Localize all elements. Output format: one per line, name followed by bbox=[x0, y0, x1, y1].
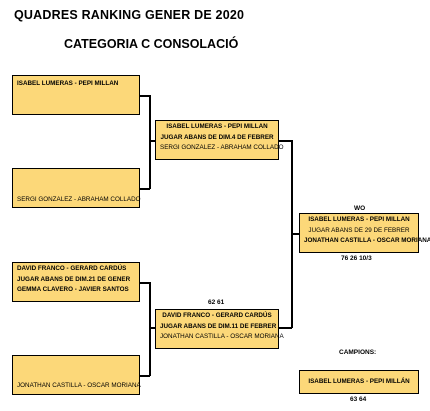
round1-match-3: DAVID FRANCO - GERARD CARDÚS JUGAR ABANS… bbox=[12, 262, 140, 302]
walkover-note: WO bbox=[354, 205, 366, 212]
semifinal-2-score: 62 61 bbox=[208, 299, 225, 306]
match-deadline: JUGAR ABANS DE 29 DE FEBRER bbox=[308, 226, 410, 234]
connector-line bbox=[149, 95, 151, 189]
page-title: QUADRES RANKING GENER DE 2020 bbox=[14, 8, 245, 22]
match-deadline: JUGAR ABANS DE DIM.21 DE GENER bbox=[17, 275, 131, 283]
connector-line bbox=[149, 327, 155, 329]
team-name: JONATHAN CASTILLA - OSCAR MORIANA bbox=[304, 237, 430, 244]
page-subtitle: CATEGORIA C CONSOLACIÓ bbox=[64, 37, 239, 51]
match-deadline: JUGAR ABANS DE DIM.11 DE FEBRER bbox=[160, 322, 277, 330]
round2-match-1: ISABEL LUMERAS - PEPI MILLAN JUGAR ABANS… bbox=[155, 120, 284, 160]
champion-name: ISABEL LUMERAS - PEPI MILLÁN bbox=[308, 378, 410, 385]
team-name: SERGI GONZALEZ - ABRAHAM COLLADO bbox=[17, 196, 141, 203]
connector-line bbox=[140, 282, 150, 284]
champions-label: CAMPIONS: bbox=[339, 349, 377, 356]
connector-line bbox=[291, 233, 299, 235]
match-deadline: JUGAR ABANS DE DIM.4 DE FEBRER bbox=[160, 133, 274, 141]
connector-line bbox=[140, 188, 150, 190]
connector-line bbox=[140, 375, 150, 377]
connector-line bbox=[149, 140, 155, 142]
connector-line bbox=[279, 140, 292, 142]
team-name: ISABEL LUMERAS - PEPI MILLAN bbox=[166, 123, 268, 130]
final-match: ISABEL LUMERAS - PEPI MILLAN JUGAR ABANS… bbox=[299, 213, 430, 253]
champion-box: ISABEL LUMERAS - PEPI MILLÁN bbox=[299, 370, 419, 394]
round1-match-2: SERGI GONZALEZ - ABRAHAM COLLADO bbox=[12, 168, 141, 208]
connector-line bbox=[149, 282, 151, 376]
connector-line bbox=[140, 95, 150, 97]
team-name: JONATHAN CASTILLA - OSCAR MORIANA bbox=[17, 382, 141, 389]
team-name: GEMMA CLAVERO - JAVIER SANTOS bbox=[17, 286, 129, 293]
round1-match-4: JONATHAN CASTILLA - OSCAR MORIANA bbox=[12, 355, 141, 395]
round1-match-1: ISABEL LUMERAS - PEPI MILLAN bbox=[12, 75, 140, 115]
team-name: SERGI GONZALEZ - ABRAHAM COLLADO bbox=[160, 144, 284, 151]
team-name: ISABEL LUMERAS - PEPI MILLAN bbox=[17, 80, 119, 87]
team-name: JONATHAN CASTILLA - OSCAR MORIANA bbox=[160, 333, 284, 340]
team-name: DAVID FRANCO - GERARD CARDÚS bbox=[17, 265, 127, 272]
team-name: DAVID FRANCO - GERARD CARDÚS bbox=[162, 312, 272, 319]
final-score: 76 26 10/3 bbox=[341, 255, 372, 262]
connector-line bbox=[279, 327, 292, 329]
champion-score: 63 64 bbox=[350, 396, 367, 403]
round2-match-2: DAVID FRANCO - GERARD CARDÚS JUGAR ABANS… bbox=[155, 309, 284, 349]
team-name: ISABEL LUMERAS - PEPI MILLAN bbox=[308, 216, 410, 223]
